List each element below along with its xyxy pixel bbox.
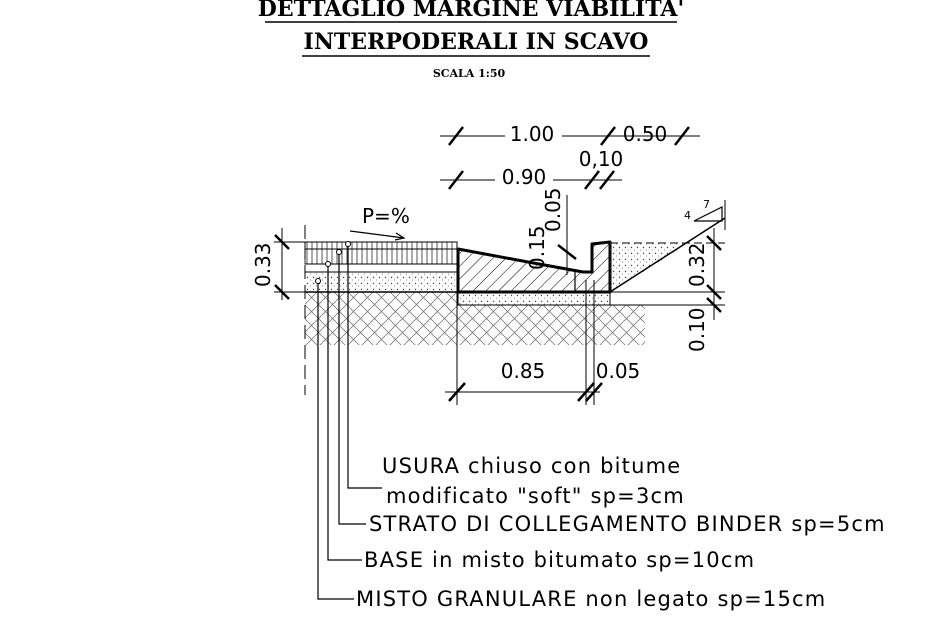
- dim-bottom-2: 0.05: [596, 359, 641, 383]
- dimension-bottom-row: 0.85 0.05: [445, 280, 640, 405]
- legend-usura-line-2: modificato "soft" sp=3cm: [386, 484, 685, 508]
- dim-right-lower: 0.10: [685, 307, 709, 352]
- dimension-kerb-vertical: 0.05 0.15: [525, 187, 577, 275]
- dim-bottom-1: 0.85: [501, 359, 546, 383]
- legend-misto: MISTO GRANULARE non legato sp=15cm: [356, 587, 826, 611]
- layers-legend: USURA chiuso con bitume modificato "soft…: [356, 454, 886, 611]
- scale-label: SCALA 1:50: [433, 67, 506, 80]
- dim-mid-1: 0.90: [502, 165, 547, 189]
- subgrade-fill: [305, 292, 645, 345]
- slope-label: P=%: [362, 204, 410, 228]
- grade-num: 7: [703, 198, 710, 211]
- title-line-2: INTERPODERALI IN SCAVO: [304, 29, 649, 55]
- legend-usura-line-1: USURA chiuso con bitume: [382, 454, 681, 478]
- dimension-left: 0.33: [251, 228, 305, 300]
- legend-base: BASE in misto bitumato sp=10cm: [364, 548, 755, 572]
- dim-left-height: 0.33: [251, 242, 275, 287]
- legend-binder: STRATO DI COLLEGAMENTO BINDER sp=5cm: [369, 512, 886, 536]
- dim-right-height: 0.32: [685, 242, 709, 287]
- dim-vert-1: 0.05: [541, 187, 565, 232]
- kerb-element: [456, 240, 612, 306]
- dimension-right: 0.32 0.10: [685, 228, 722, 352]
- dimension-mid-row: 0.90 0,10: [440, 147, 624, 190]
- dimension-top-row: 1.00 0.50: [440, 122, 700, 146]
- embankment: [609, 200, 726, 306]
- grade-den: 4: [684, 209, 691, 222]
- pavement-layers: [304, 225, 458, 395]
- leader-lines: [315, 241, 382, 600]
- slope-arrow-icon: [349, 230, 406, 241]
- dim-top-2: 0.50: [623, 122, 668, 146]
- grade-triangle-icon: 7 4: [684, 198, 723, 222]
- title-line-1: DETTAGLIO MARGINE VIABILITA': [258, 0, 684, 22]
- dim-vert-2: 0.15: [525, 225, 549, 270]
- dim-mid-2: 0,10: [579, 147, 624, 171]
- dim-top-1: 1.00: [510, 122, 555, 146]
